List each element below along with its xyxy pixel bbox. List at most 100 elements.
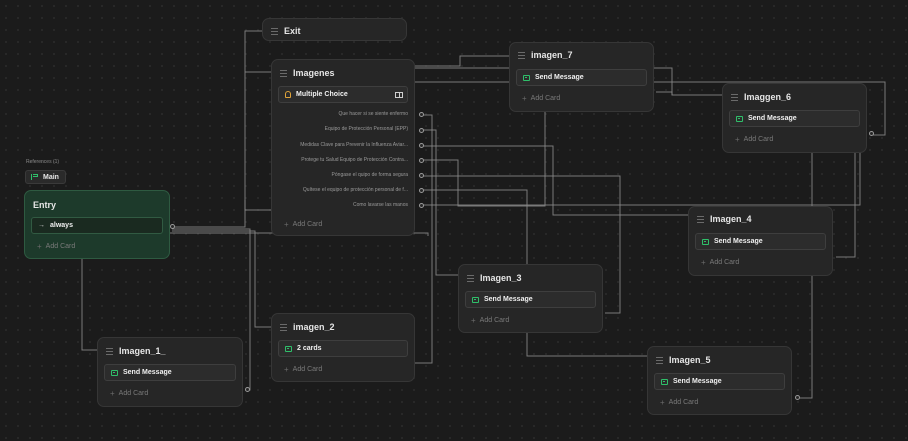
arrow-right-icon: → [38, 222, 45, 229]
card-send-message[interactable]: Send Message [104, 364, 236, 381]
node-imagenes[interactable]: Imagenes Multiple Choice + Add Card [271, 59, 415, 236]
wire [422, 52, 546, 207]
message-icon [472, 296, 479, 303]
wire [170, 232, 429, 236]
add-card-button[interactable]: + Add Card [522, 94, 560, 103]
wire [172, 30, 262, 228]
node-imagen-3[interactable]: Imagen_3 Send Message + Add Card [458, 264, 603, 333]
add-card-button[interactable]: + Add Card [735, 135, 773, 144]
reference-main-chip[interactable]: Main [25, 170, 66, 184]
node-entry[interactable]: Entry → always + Add Card [24, 190, 170, 259]
card-multiple-choice[interactable]: Multiple Choice [278, 86, 408, 103]
add-card-button[interactable]: + Add Card [471, 316, 509, 325]
node-header: Imagen_5 [656, 353, 785, 367]
drag-handle-icon[interactable] [280, 69, 287, 77]
node-title: Imagen_1_ [119, 346, 166, 356]
card-label: Send Message [673, 378, 722, 385]
choice-port[interactable] [419, 128, 424, 133]
card-label: Send Message [123, 369, 172, 376]
add-card-button[interactable]: + Add Card [110, 389, 148, 398]
card-send-message[interactable]: Send Message [654, 373, 785, 390]
card-send-message[interactable]: Send Message [695, 233, 826, 250]
node-header: Exit [271, 24, 400, 38]
node-title: imagen_7 [531, 50, 573, 60]
choice-port[interactable] [419, 188, 424, 193]
node-title: imagen_2 [293, 322, 335, 332]
choice-item[interactable]: Que hacer si se siente enfermo [338, 111, 408, 117]
card-group[interactable]: 2 cards [278, 340, 408, 357]
node-exit[interactable]: Exit [262, 18, 407, 41]
node-title: Entry [33, 200, 57, 210]
choice-port[interactable] [419, 143, 424, 148]
drag-handle-icon[interactable] [271, 27, 278, 35]
node-title: Exit [284, 26, 301, 36]
node-header: imagen_7 [518, 48, 647, 62]
add-card-label: Add Card [292, 366, 323, 373]
card-send-message[interactable]: Send Message [729, 110, 860, 127]
book-icon[interactable] [395, 91, 403, 98]
flag-icon [31, 174, 39, 180]
message-icon [111, 369, 118, 376]
choice-port[interactable] [419, 173, 424, 178]
node-imagen-5[interactable]: Imagen_5 Send Message + Add Card [647, 346, 792, 415]
references-label: References (1) [26, 159, 60, 165]
node-header: Imagen_1_ [106, 344, 236, 358]
message-icon [702, 238, 709, 245]
choice-item[interactable]: Póngase el quipo de forma segura [331, 172, 408, 178]
output-port[interactable] [245, 387, 250, 392]
drag-handle-icon[interactable] [656, 356, 663, 364]
drag-handle-icon[interactable] [518, 51, 525, 59]
wire [422, 129, 459, 276]
node-header: Imagen_4 [697, 212, 826, 226]
plus-icon: + [284, 220, 289, 229]
choice-item[interactable]: Quítese el equipo de protección personal… [302, 187, 408, 193]
choice-port[interactable] [419, 203, 424, 208]
add-card-label: Add Card [709, 259, 740, 266]
drag-handle-icon[interactable] [467, 274, 474, 282]
wire [81, 245, 99, 351]
add-card-button[interactable]: + Add Card [701, 258, 739, 267]
add-card-button[interactable]: + Add Card [284, 220, 322, 229]
wire [172, 230, 272, 328]
drag-handle-icon[interactable] [280, 323, 287, 331]
card-always[interactable]: → always [31, 217, 163, 234]
plus-icon: + [471, 316, 476, 325]
output-port[interactable] [869, 131, 874, 136]
output-port[interactable] [170, 224, 175, 229]
card-send-message[interactable]: Send Message [516, 69, 647, 86]
wire [422, 175, 621, 314]
wire [422, 145, 690, 216]
add-card-button[interactable]: + Add Card [284, 365, 322, 374]
cards-icon [285, 345, 292, 352]
drag-handle-icon[interactable] [106, 347, 113, 355]
node-title: Imagen_5 [669, 355, 711, 365]
choice-port[interactable] [419, 112, 424, 117]
drag-handle-icon[interactable] [731, 93, 738, 101]
card-label: Send Message [714, 238, 763, 245]
plus-icon: + [701, 258, 706, 267]
card-send-message[interactable]: Send Message [465, 291, 596, 308]
choice-port[interactable] [419, 158, 424, 163]
node-imagen-7[interactable]: imagen_7 Send Message + Add Card [509, 42, 654, 112]
node-imagen-1[interactable]: Imagen_1_ Send Message + Add Card [97, 337, 243, 407]
message-icon [523, 74, 530, 81]
node-header: Imaggen_6 [731, 90, 860, 104]
add-card-button[interactable]: + Add Card [37, 242, 75, 251]
choice-item[interactable]: Como lavarse las manos [352, 202, 408, 208]
plus-icon: + [735, 135, 740, 144]
card-label: Multiple Choice [296, 91, 348, 98]
drag-handle-icon[interactable] [697, 215, 704, 223]
choice-item[interactable]: Protege tu Salud Equipo de Protección Co… [301, 157, 408, 163]
reference-main-label: Main [43, 173, 59, 181]
message-icon [736, 115, 743, 122]
node-imaggen-6[interactable]: Imaggen_6 Send Message + Add Card [722, 83, 867, 153]
node-title: Imaggen_6 [744, 92, 792, 102]
node-imagen-2[interactable]: imagen_2 2 cards + Add Card [271, 313, 415, 382]
add-card-button[interactable]: + Add Card [660, 398, 698, 407]
node-imagen-4[interactable]: Imagen_4 Send Message + Add Card [688, 206, 833, 276]
card-label: Send Message [535, 74, 584, 81]
output-port[interactable] [795, 395, 800, 400]
choice-item[interactable]: Equipo de Protección Personal (EPP) [324, 126, 408, 132]
choice-item[interactable]: Medidas Clave para Prevenir la Influenza… [300, 142, 408, 148]
